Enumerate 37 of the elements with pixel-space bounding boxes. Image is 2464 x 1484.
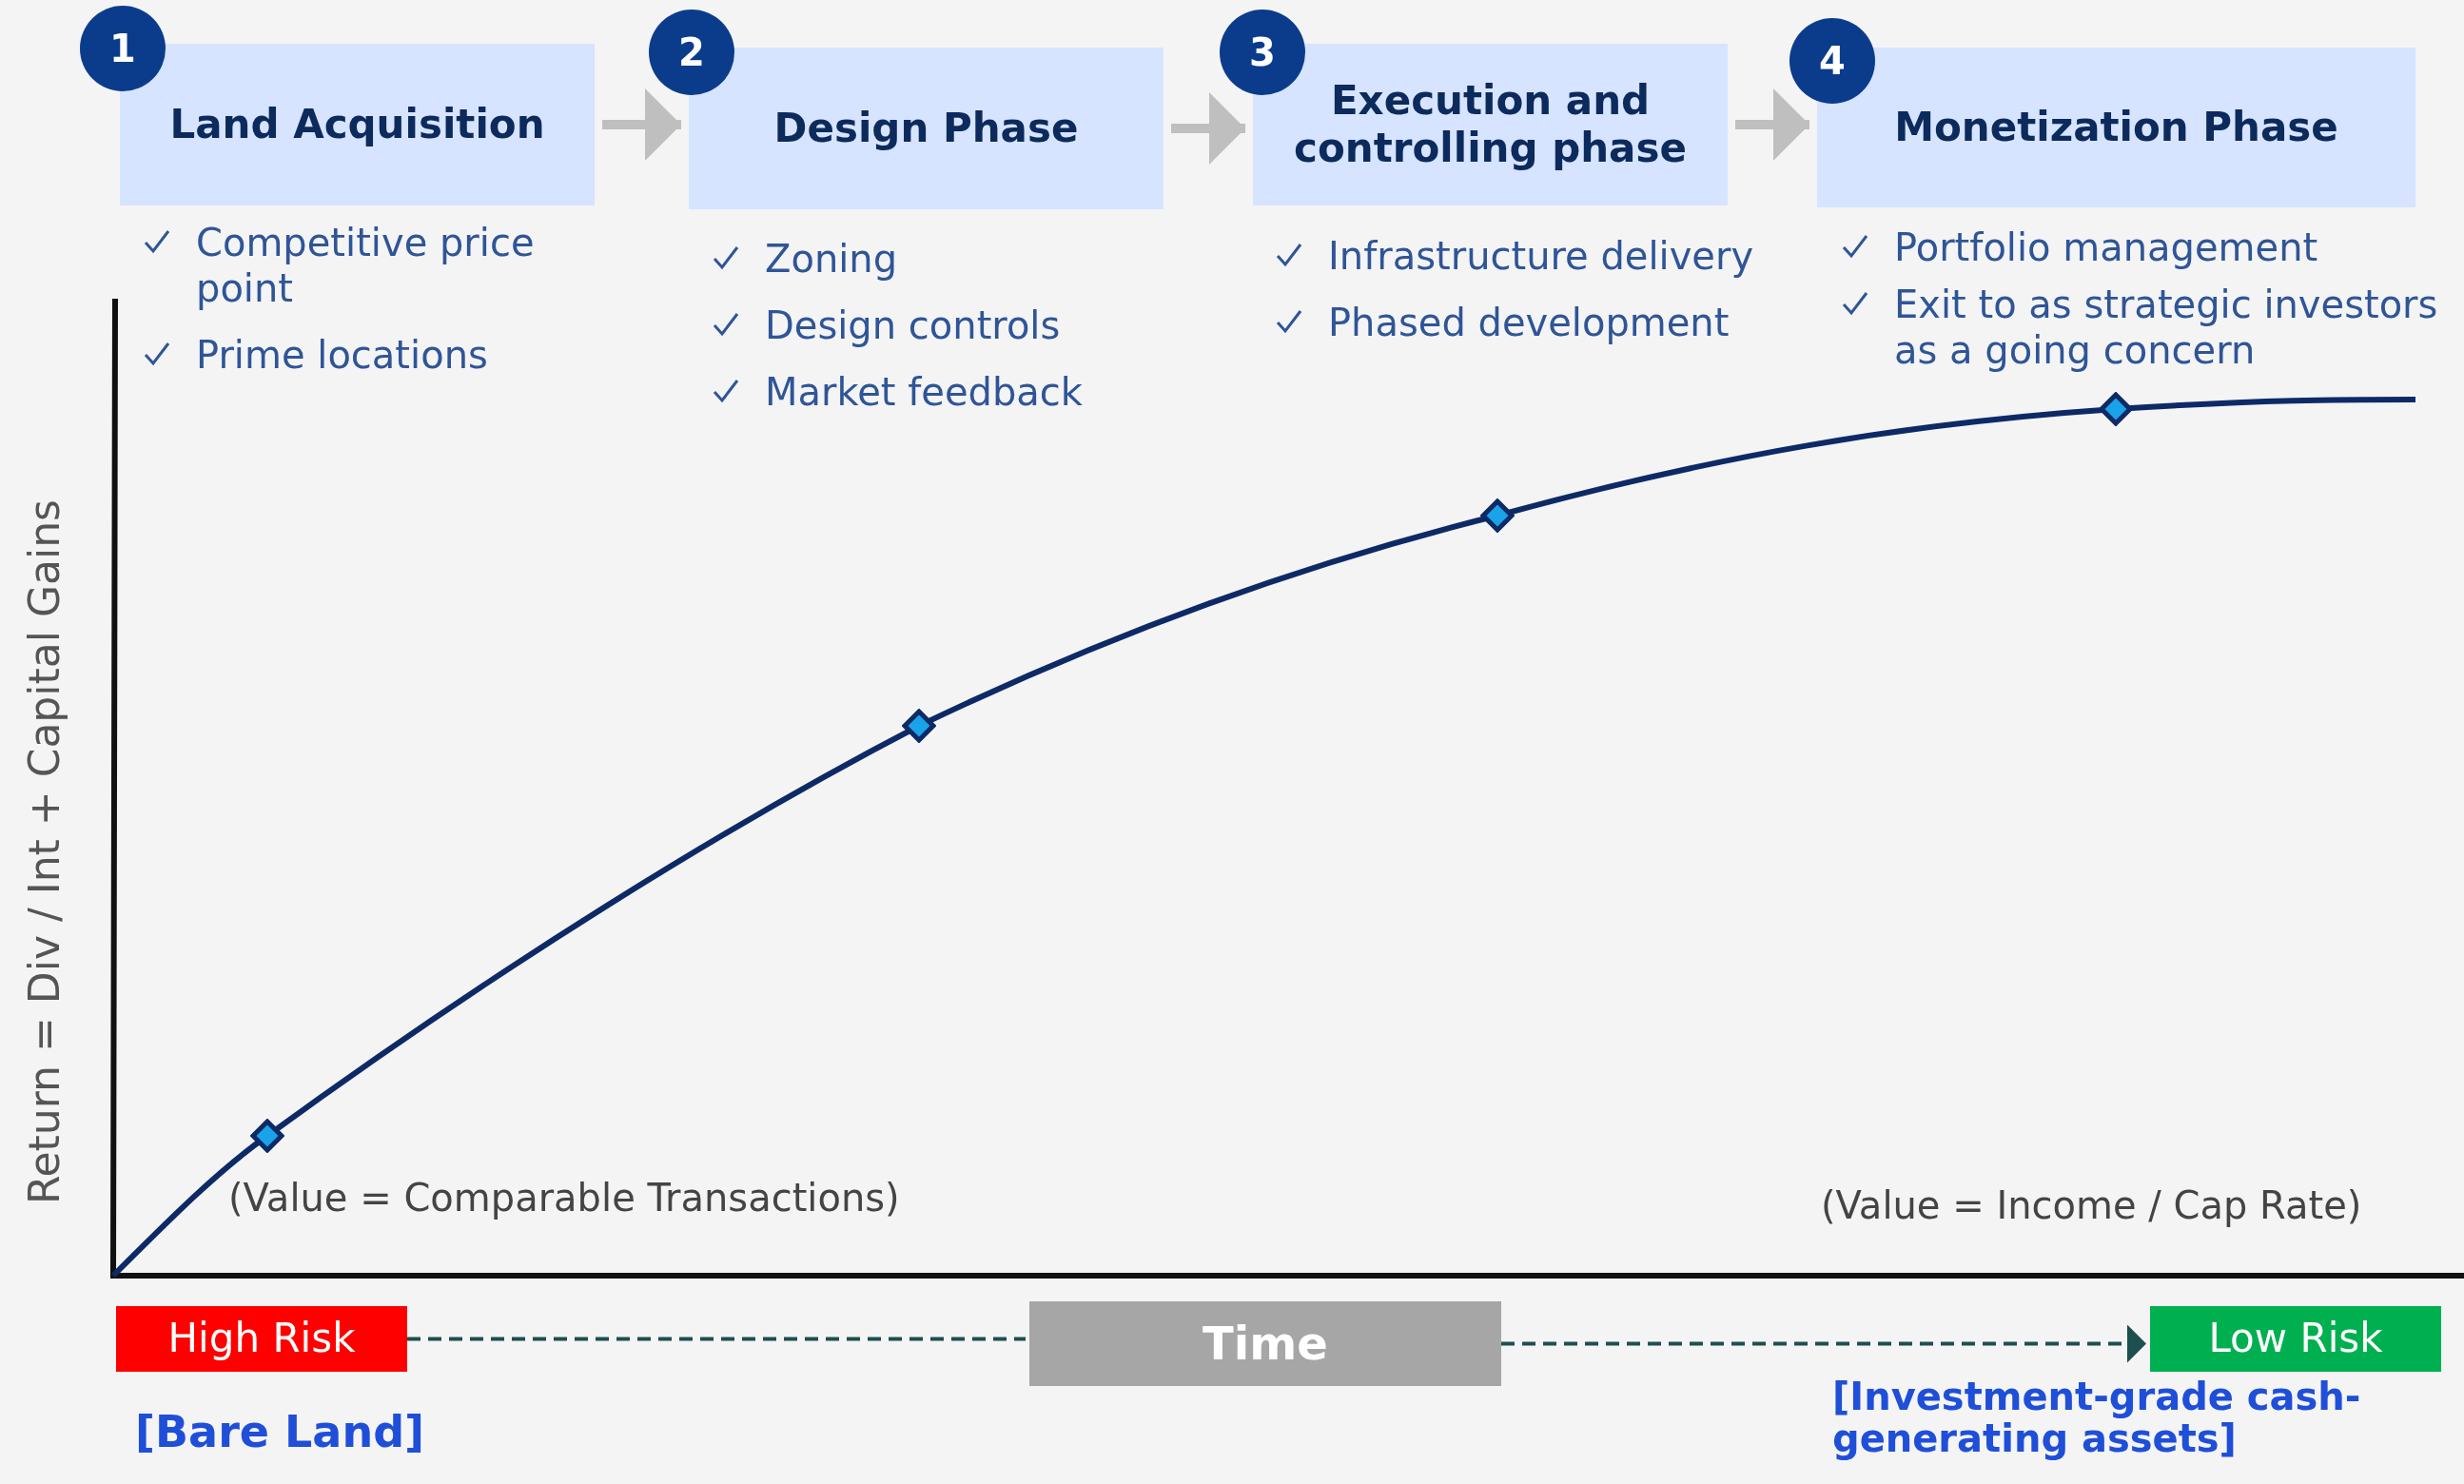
bullet-text: Design controls (765, 303, 1061, 348)
timeline-arrow (1501, 1324, 2146, 1363)
phase-box (1817, 48, 2415, 207)
phase-title: Design Phase (773, 104, 1079, 153)
risk-box (2150, 1306, 2441, 1372)
bullet-text: Market feedback (765, 369, 1083, 415)
milestone-diamond (250, 1119, 284, 1153)
asset-type-label: [Investment-grade cash-generating assets] (1832, 1376, 2362, 1459)
box-label: Time (1203, 1316, 1328, 1372)
value-note: (Value = Income / Cap Rate) (1821, 1183, 2362, 1227)
milestone-diamond (902, 709, 936, 743)
bullet-text: Infrastructure delivery (1328, 233, 1754, 279)
bullet-text: Exit to as strategic investors as a going concern (1894, 282, 2439, 373)
chevron-arrow (602, 88, 681, 161)
milestone-diamond (2099, 392, 2133, 426)
phase-title: Monetization Phase (1894, 103, 2338, 152)
value-note: (Value = Comparable Transactions) (228, 1176, 900, 1220)
box-label: Low Risk (2208, 1315, 2383, 1363)
axis-title: Return = Div / Int + Capital Gains (19, 498, 68, 1207)
milestone-diamond (1480, 498, 1515, 533)
bullet-text: Competitive price point (196, 220, 536, 311)
step-number: 1 (109, 26, 136, 71)
asset-type-label: [Bare Land] (135, 1406, 425, 1457)
chevron-arrow (1735, 88, 1809, 161)
box-label: High Risk (167, 1315, 356, 1363)
risk-box (116, 1306, 407, 1372)
step-number: 4 (1819, 38, 1846, 84)
bullet-text: Phased development (1328, 300, 1730, 345)
phase-title: Land Acquisition (169, 100, 545, 149)
bullet-text: Zoning (765, 236, 898, 282)
step-number: 3 (1249, 29, 1276, 75)
bullet-text: Prime locations (196, 332, 488, 378)
chevron-arrow (1171, 92, 1245, 165)
time-box (1029, 1301, 1501, 1386)
phase-title: Execution and controlling phase (1293, 76, 1688, 173)
bullet-text: Portfolio management (1894, 225, 2318, 270)
step-number: 2 (678, 29, 705, 75)
